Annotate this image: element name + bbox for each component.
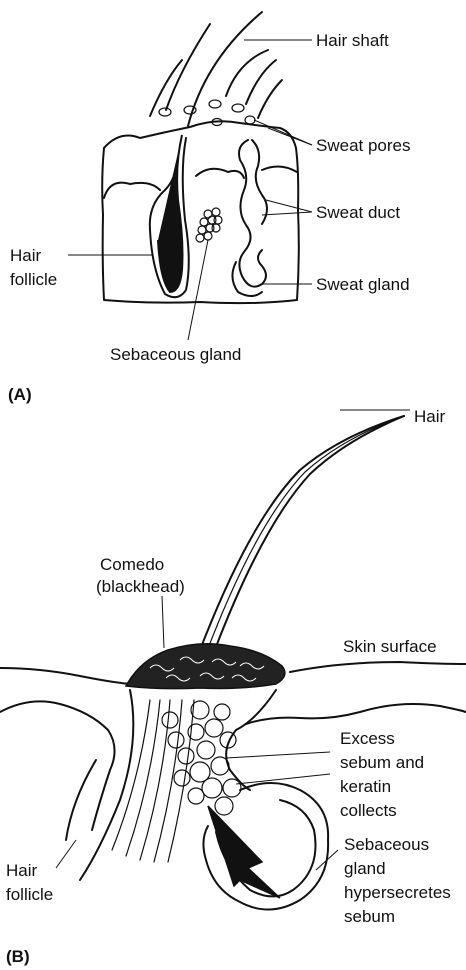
panel-label-b: (B) (6, 947, 30, 966)
follicle-wall-left (80, 690, 133, 880)
hair-shaft (258, 80, 282, 118)
label-sweat-gland: Sweat gland (316, 275, 410, 294)
label-sebaceous-4: sebum (344, 907, 395, 926)
label-sebaceous-2: gland (344, 859, 386, 878)
sweat-duct (239, 140, 266, 287)
hair-strand (214, 416, 404, 652)
pore (245, 116, 255, 124)
leader-excess-sebum (226, 752, 330, 758)
label-sweat-duct: Sweat duct (316, 203, 400, 222)
pore (232, 104, 244, 112)
label-comedo-1: Comedo (100, 555, 164, 574)
label-hair-follicle-1: Hair (10, 246, 42, 265)
leader-sweat-duct (262, 212, 312, 215)
label-excess-3: keratin (340, 777, 391, 796)
label-sebaceous-gland: Sebaceous gland (110, 345, 241, 364)
sweat-gland (232, 262, 262, 296)
leader-comedo (162, 596, 164, 648)
hair-strand (207, 416, 404, 651)
label-excess-2: sebum and (340, 753, 424, 772)
panel-label-a: (A) (8, 385, 32, 404)
label-comedo-2: (blackhead) (96, 577, 185, 596)
label-excess-4: collects (340, 801, 397, 820)
leader-sebaceous-gland (188, 240, 208, 340)
hair-shaft (226, 50, 268, 96)
hair-shaft (246, 60, 276, 104)
hair-strand (200, 416, 404, 650)
follicle-striations (112, 700, 194, 862)
label-hair-shaft: Hair shaft (316, 31, 389, 50)
hair-shaft (166, 24, 210, 110)
label-hair-follicle-2: follicle (10, 270, 57, 289)
label-hair-follicle-b-2: follicle (6, 885, 53, 904)
sweat-duct (252, 140, 267, 224)
dermis-boundary (104, 166, 297, 198)
hair-shaft (188, 12, 262, 126)
leader-sweat-duct (266, 200, 312, 212)
label-hair-follicle-b-1: Hair (6, 861, 38, 880)
leader-sweat-pores (254, 120, 312, 145)
label-excess-1: Excess (340, 729, 395, 748)
pore (209, 100, 221, 108)
comedo-blackhead (126, 644, 285, 689)
leader-excess-sebum (236, 774, 330, 784)
label-sebaceous-1: Sebaceous (344, 835, 429, 854)
sebaceous-gland-a (196, 208, 222, 242)
leader-hair-follicle-b (56, 840, 76, 868)
pore (159, 108, 171, 116)
panel-a-drawing (68, 12, 312, 340)
label-sweat-pores: Sweat pores (316, 136, 411, 155)
label-hair: Hair (414, 407, 446, 426)
follicle-wall-right (226, 690, 276, 790)
label-skin-surface: Skin surface (343, 637, 437, 656)
hair-root (158, 135, 183, 292)
label-sebaceous-3: hypersecretes (344, 883, 451, 902)
